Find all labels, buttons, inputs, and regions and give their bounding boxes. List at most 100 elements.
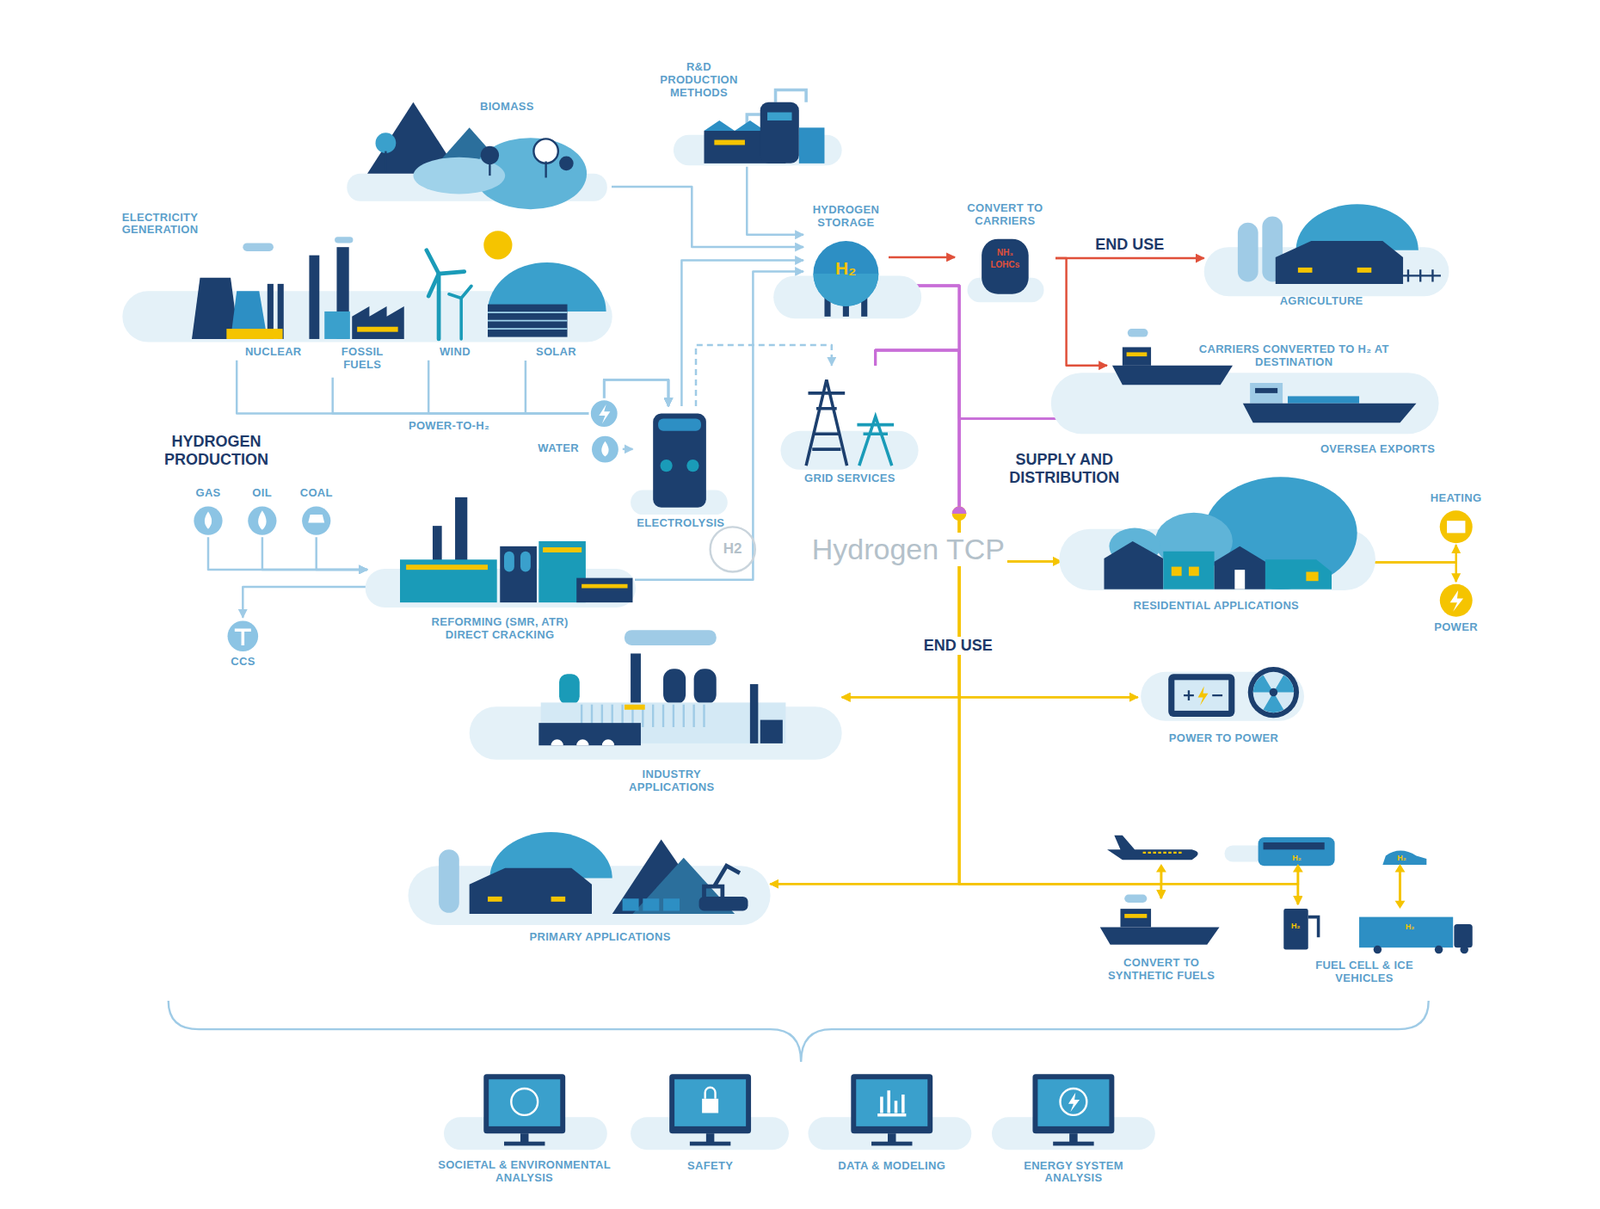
scene-node: OIL [244, 483, 282, 537]
wind-turbine [436, 273, 442, 339]
biomass-scene [367, 102, 587, 210]
node-label: RESIDENTIAL APPLICATIONS [1132, 599, 1299, 613]
wind-turbine [426, 250, 472, 339]
monitor-icon [483, 1073, 1114, 1145]
scene-node: FUEL CELL & ICE VEHICLES [1275, 904, 1480, 991]
heating-icon [1446, 520, 1465, 533]
icon-label: NH₃ [996, 247, 1014, 259]
transport-vehicles [1124, 894, 1147, 903]
fossil-plant [334, 236, 353, 243]
nuclear-plant [242, 242, 274, 251]
reforming-plant [406, 564, 488, 570]
node-label: GAS [195, 486, 221, 500]
node-label: POWER TO POWER [1169, 732, 1279, 745]
flow-arrow [262, 536, 368, 570]
ccs-icon [234, 629, 252, 646]
node-label: DATA & MODELING [837, 1159, 946, 1173]
heating-icon [1440, 510, 1473, 543]
distribution-node [952, 506, 967, 522]
monitor-icon [1032, 1073, 1114, 1133]
monitor-icon [689, 1141, 731, 1146]
flow-arrow [208, 536, 368, 570]
node-label: CONVERT TO CARRIERS [956, 202, 1054, 228]
scene-node: GRID SERVICES [790, 365, 908, 488]
export-ship [1255, 387, 1278, 394]
nuclear-plant [226, 328, 283, 339]
sub-scene: NUCLEAR [184, 245, 307, 361]
monitor-icon [1037, 1078, 1109, 1127]
scene-node: ELECTRICITY GENERATION NUCLEAR FOSSIL FUEL… [102, 207, 618, 383]
rd-plant [703, 120, 765, 131]
fuel-icon [193, 506, 331, 536]
section-heading: SUPPLY AND DISTRIBUTION [990, 450, 1139, 487]
flow-arrow [888, 285, 1062, 561]
flow-arrow [428, 360, 669, 414]
monitor-icon [877, 1089, 906, 1114]
branch-arrow [1292, 863, 1304, 872]
tanker-ship [1126, 351, 1148, 357]
residential-houses [1214, 546, 1266, 590]
carrier-tank [981, 239, 1029, 295]
water-icon [590, 435, 620, 464]
connector-line [888, 256, 955, 259]
biomass-scene [488, 160, 491, 176]
scene-node: PRIMARY APPLICATIONS [407, 828, 770, 946]
power-to-power-icon [1253, 671, 1294, 713]
icon-label: LOHCs [990, 259, 1020, 271]
industry-plant [624, 704, 646, 710]
primary-scene [438, 849, 460, 913]
node-label: SAFETY [687, 1159, 733, 1173]
power-out-icon [1440, 584, 1473, 617]
transport-vehicles [1107, 835, 1199, 860]
wind-turbine [426, 250, 439, 274]
water-icon [601, 441, 609, 457]
fuel-icon [193, 506, 222, 536]
flow-arrow [634, 271, 804, 580]
agriculture-farm [1403, 269, 1441, 282]
connector-line [888, 285, 960, 514]
wind-turbine [459, 298, 463, 339]
node-label: ELECTRICITY GENERATION [109, 211, 212, 238]
scene-node: SAFETY [630, 1069, 789, 1182]
industry-plant [551, 738, 616, 745]
industry-plant [760, 720, 783, 744]
power-to-power-icon [1168, 666, 1299, 718]
brace [168, 1000, 1429, 1062]
connector-line [770, 513, 960, 885]
electrolyser [686, 459, 699, 472]
transport-vehicles [1263, 842, 1325, 850]
residential-houses [1103, 541, 1164, 590]
icon-label: H₂ [1396, 853, 1407, 862]
rd-plant [713, 140, 745, 146]
connector-line [1055, 257, 1205, 260]
electrolyser [658, 418, 702, 431]
flow-arrow [1055, 258, 1205, 259]
industry-plant [663, 668, 686, 705]
grid-tower [806, 379, 894, 466]
rd-plant [760, 102, 800, 164]
icon-label: H₂ [1291, 921, 1301, 930]
connector-line [634, 271, 804, 580]
transport-vehicles [1434, 945, 1443, 954]
industry-plant [750, 683, 758, 744]
power-icon [590, 399, 619, 428]
primary-scene [663, 898, 680, 911]
node-label: WATER [537, 442, 579, 456]
flow-arrow [695, 344, 832, 407]
fuel-icon [307, 514, 325, 523]
wind-turbine [438, 271, 465, 274]
biomass-scene [544, 160, 547, 178]
monitor-icon [1052, 1141, 1094, 1146]
power-to-power-icon [1253, 674, 1294, 713]
storage-tank [812, 240, 879, 317]
biomass-scene [384, 151, 387, 173]
transport-vehicles [1100, 926, 1220, 944]
node-label: FUEL CELL & ICE VEHICLES [1298, 959, 1431, 985]
monitor-icon [674, 1078, 746, 1127]
scene-node: INDUSTRY APPLICATIONS [469, 624, 843, 800]
scene-node: SOCIETAL & ENVIRONMENTAL ANALYSIS [415, 1069, 634, 1194]
primary-scene [438, 831, 748, 914]
node-label: FOSSIL FUELS [334, 345, 391, 372]
solar-plant [483, 230, 512, 259]
ccs-icon [227, 620, 259, 652]
